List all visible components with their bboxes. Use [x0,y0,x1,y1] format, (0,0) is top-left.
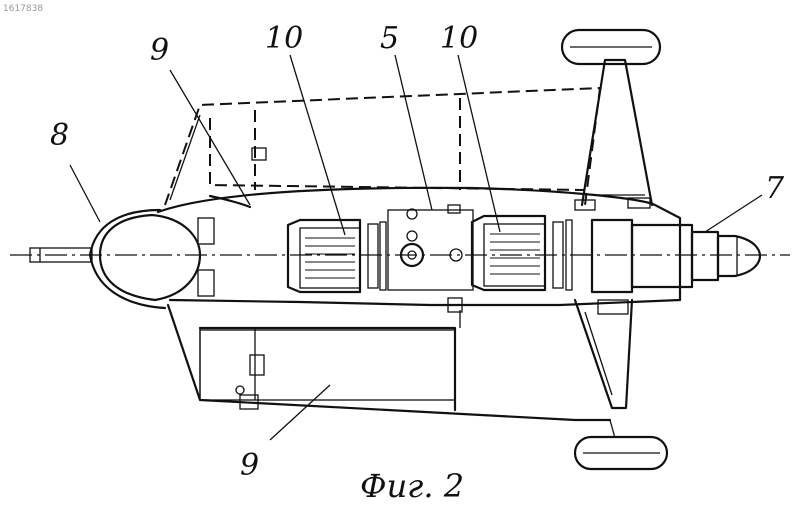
label-10-right: 10 [440,21,478,56]
nose-cone [90,210,200,308]
label-10-left: 10 [265,21,303,56]
central-unit [388,205,473,290]
engine-block-right [472,216,572,290]
upper-strut [575,60,652,210]
label-9-top: 9 [150,33,169,68]
document-id: 1617838 [3,4,43,14]
tail-hub [592,220,760,292]
lower-wheel [575,437,667,469]
leader-lines [70,55,762,440]
lower-cabin [168,298,610,420]
label-7: 7 [765,171,785,206]
label-5: 5 [380,21,399,56]
label-9-bottom: 9 [240,448,259,483]
label-8: 8 [50,118,69,153]
figure-caption: Фиг. 2 [360,467,464,505]
lower-strut [575,300,632,438]
upper-canopy-frame [170,115,266,200]
engine-block-left [288,220,386,292]
